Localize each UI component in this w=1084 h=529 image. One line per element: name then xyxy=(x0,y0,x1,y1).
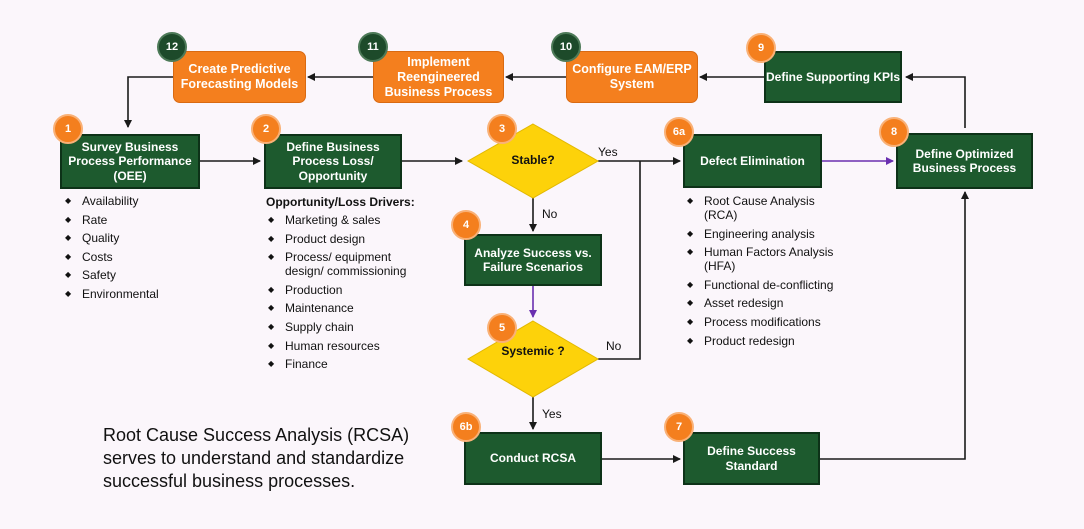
step-6a-label: Defect Elimination xyxy=(700,153,805,168)
badge-7: 7 xyxy=(664,412,694,442)
step-11-label: Implement Reengineered Business Process xyxy=(384,54,493,99)
list-item: Root Cause Analysis (RCA) xyxy=(686,194,836,222)
badge-2: 2 xyxy=(251,114,281,144)
list-item: Availability xyxy=(64,194,234,208)
drivers-heading: Opportunity/Loss Drivers: xyxy=(266,195,415,209)
step-1-survey-box: Survey Business Process Performance (OEE… xyxy=(60,134,200,189)
step-2-define-loss-box: Define Business Process Loss/ Opportunit… xyxy=(264,134,402,189)
step-6b-rcsa-box: Conduct RCSA xyxy=(464,432,602,485)
badge-6b: 6b xyxy=(451,412,481,442)
yes-label-systemic: Yes xyxy=(542,407,562,421)
step-7-label: Define Success Standard xyxy=(707,444,796,473)
list-item: Functional de-conflicting xyxy=(686,278,836,292)
list-item: Rate xyxy=(64,213,234,227)
step-3-label: Stable? xyxy=(511,153,555,167)
step-8-optimized-box: Define Optimized Business Process xyxy=(896,133,1033,189)
step-1-label: Survey Business Process Performance (OEE… xyxy=(68,139,192,183)
step-7-standard-box: Define Success Standard xyxy=(683,432,820,485)
oee-metrics-list: Availability Rate Quality Costs Safety E… xyxy=(64,194,234,306)
list-item: Human resources xyxy=(267,339,427,353)
yes-label-stable: Yes xyxy=(598,145,618,159)
edge-7-8 xyxy=(820,191,969,460)
badge-11: 11 xyxy=(358,32,388,62)
list-item: Environmental xyxy=(64,287,234,301)
list-item: Costs xyxy=(64,250,234,264)
step-4-label: Analyze Success vs. Failure Scenarios xyxy=(474,245,592,274)
badge-10: 10 xyxy=(551,32,581,62)
edge-5-6a xyxy=(598,161,641,360)
list-item: Finance xyxy=(267,357,427,371)
no-label-stable: No xyxy=(542,207,558,221)
no-label-systemic: No xyxy=(606,339,622,353)
step-11-implement-box: Implement Reengineered Business Process xyxy=(373,51,504,103)
edge-12-1 xyxy=(124,76,173,128)
list-item: Asset redesign xyxy=(686,296,836,310)
badge-8: 8 xyxy=(879,117,909,147)
badge-1: 1 xyxy=(53,114,83,144)
list-item: Marketing & sales xyxy=(267,213,427,227)
step-2-label: Define Business Process Loss/ Opportunit… xyxy=(286,139,380,183)
step-9-label: Define Supporting KPIs xyxy=(766,69,901,84)
badge-5: 5 xyxy=(487,313,517,343)
rcsa-note: Root Cause Success Analysis (RCSA) serve… xyxy=(103,425,410,491)
badge-12: 12 xyxy=(157,32,187,62)
step-5-label: Systemic ? xyxy=(501,344,565,358)
badge-4: 4 xyxy=(451,210,481,240)
step-6a-defect-box: Defect Elimination xyxy=(683,134,822,188)
step-8-label: Define Optimized Business Process xyxy=(912,146,1017,175)
list-item: Quality xyxy=(64,231,234,245)
step-12-predictive-box: Create Predictive Forecasting Models xyxy=(173,51,306,103)
list-item: Process/ equipment design/ commissioning xyxy=(267,250,427,278)
step-12-label: Create Predictive Forecasting Models xyxy=(180,62,299,91)
list-item: Production xyxy=(267,283,427,297)
list-item: Product redesign xyxy=(686,334,836,348)
list-item: Supply chain xyxy=(267,320,427,334)
badge-3: 3 xyxy=(487,114,517,144)
step-6b-label: Conduct RCSA xyxy=(490,451,576,466)
badge-9: 9 xyxy=(746,33,776,63)
step-10-label: Configure EAM/ERP System xyxy=(572,62,692,91)
drivers-list: Marketing & sales Product design Process… xyxy=(267,213,427,376)
step-10-eam-box: Configure EAM/ERP System xyxy=(566,51,698,103)
badge-6a: 6a xyxy=(664,117,694,147)
step-4-analyze-box: Analyze Success vs. Failure Scenarios xyxy=(464,234,602,286)
list-item: Engineering analysis xyxy=(686,227,836,241)
edge-8-9 xyxy=(905,73,966,128)
list-item: Human Factors Analysis (HFA) xyxy=(686,245,836,273)
list-item: Product design xyxy=(267,232,427,246)
list-item: Maintenance xyxy=(267,301,427,315)
step-9-kpis-box: Define Supporting KPIs xyxy=(764,51,902,103)
defect-methods-list: Root Cause Analysis (RCA) Engineering an… xyxy=(686,194,836,352)
list-item: Safety xyxy=(64,268,234,282)
list-item: Process modifications xyxy=(686,315,836,329)
